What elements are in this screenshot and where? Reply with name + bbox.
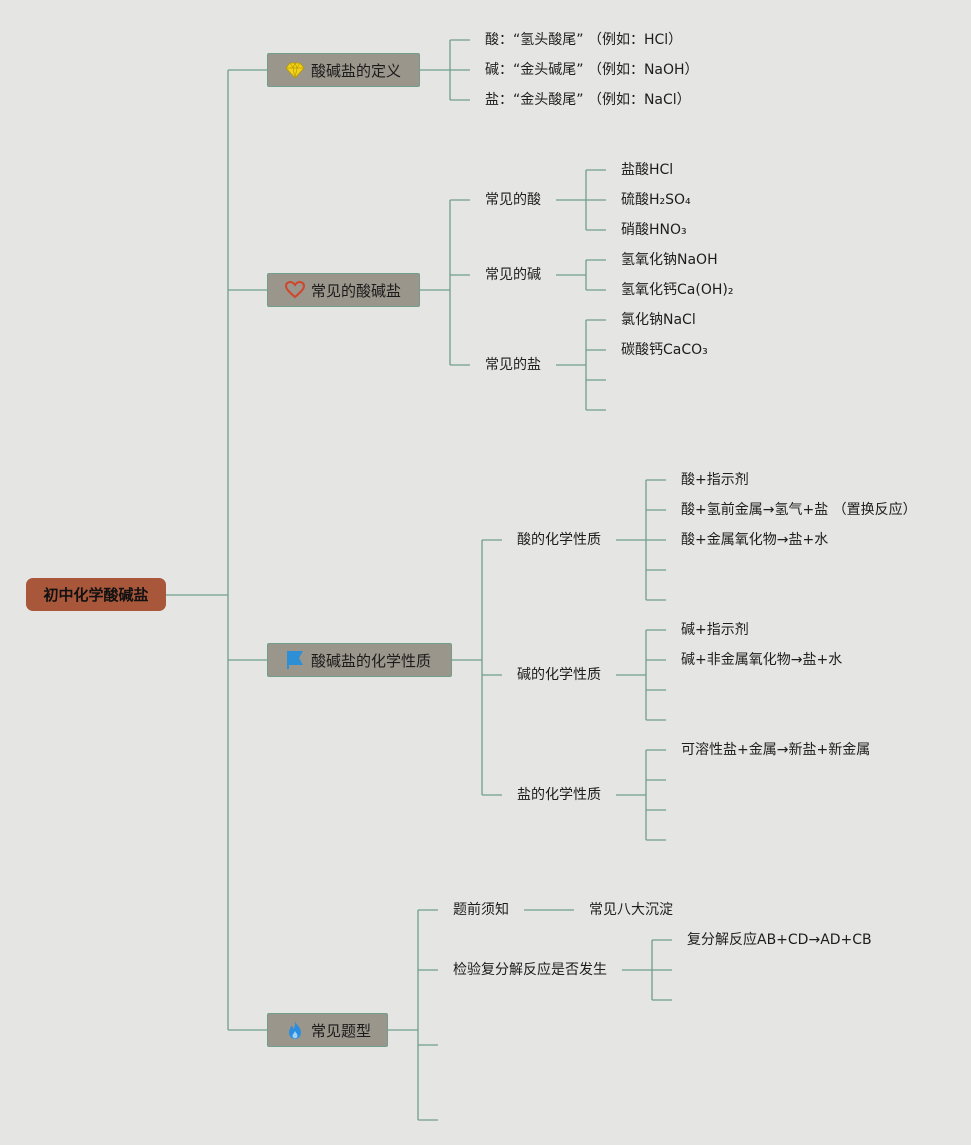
branch-common-label: 常见的酸碱盐 xyxy=(311,281,402,300)
branch-questions-label: 常见题型 xyxy=(311,1021,372,1040)
common-salt-item[interactable]: 碳酸钙CaCO₃ xyxy=(621,342,708,358)
definition-item[interactable]: 碱：“金头碱尾” （例如：NaOH） xyxy=(485,62,699,78)
common-acid-node[interactable]: 常见的酸 xyxy=(485,192,541,208)
common-base-item[interactable]: 氢氧化钙Ca(OH)₂ xyxy=(621,282,734,298)
properties-base-node[interactable]: 碱的化学性质 xyxy=(517,667,601,683)
questions-check-child[interactable]: 复分解反应AB+CD→AD+CB xyxy=(687,932,872,948)
heart-icon xyxy=(285,280,305,300)
common-salt-node[interactable]: 常见的盐 xyxy=(485,357,541,373)
properties-base-item[interactable]: 碱+非金属氧化物→盐+水 xyxy=(681,652,843,668)
common-acid-item[interactable]: 硫酸H₂SO₄ xyxy=(621,192,691,208)
branch-properties-label: 酸碱盐的化学性质 xyxy=(311,651,432,670)
questions-check-node[interactable]: 检验复分解反应是否发生 xyxy=(453,962,607,978)
common-acid-item[interactable]: 盐酸HCl xyxy=(621,162,674,178)
properties-salt-item[interactable]: 可溶性盐+金属→新盐+新金属 xyxy=(681,742,871,758)
common-base-item[interactable]: 氢氧化钠NaOH xyxy=(621,252,718,268)
properties-base-item[interactable]: 碱+指示剂 xyxy=(681,622,749,638)
common-base-node[interactable]: 常见的碱 xyxy=(485,267,541,283)
branch-common[interactable]: 常见的酸碱盐 xyxy=(267,273,420,307)
definition-item[interactable]: 盐：“金头酸尾” （例如：NaCl） xyxy=(485,92,691,108)
branch-questions[interactable]: 常见题型 xyxy=(267,1013,388,1047)
common-salt-item[interactable]: 氯化钠NaCl xyxy=(621,312,696,328)
branch-definition-label: 酸碱盐的定义 xyxy=(311,61,402,80)
questions-pre-child[interactable]: 常见八大沉淀 xyxy=(589,902,673,918)
diamond-icon xyxy=(285,60,305,80)
definition-item[interactable]: 酸：“氢头酸尾” （例如：HCl） xyxy=(485,32,683,48)
properties-salt-node[interactable]: 盐的化学性质 xyxy=(517,787,601,803)
common-acid-item[interactable]: 硝酸HNO₃ xyxy=(621,222,687,238)
flag-icon xyxy=(285,650,305,670)
flame-icon xyxy=(285,1020,305,1040)
properties-acid-item[interactable]: 酸+金属氧化物→盐+水 xyxy=(681,532,829,548)
properties-acid-item[interactable]: 酸+氢前金属→氢气+盐 （置换反应） xyxy=(681,502,917,518)
branch-properties[interactable]: 酸碱盐的化学性质 xyxy=(267,643,452,677)
questions-pre-node[interactable]: 题前须知 xyxy=(453,902,509,918)
properties-acid-item[interactable]: 酸+指示剂 xyxy=(681,472,749,488)
properties-acid-node[interactable]: 酸的化学性质 xyxy=(517,532,601,548)
root-label: 初中化学酸碱盐 xyxy=(43,586,149,604)
root-node[interactable]: 初中化学酸碱盐 xyxy=(26,578,166,611)
branch-definition[interactable]: 酸碱盐的定义 xyxy=(267,53,420,87)
